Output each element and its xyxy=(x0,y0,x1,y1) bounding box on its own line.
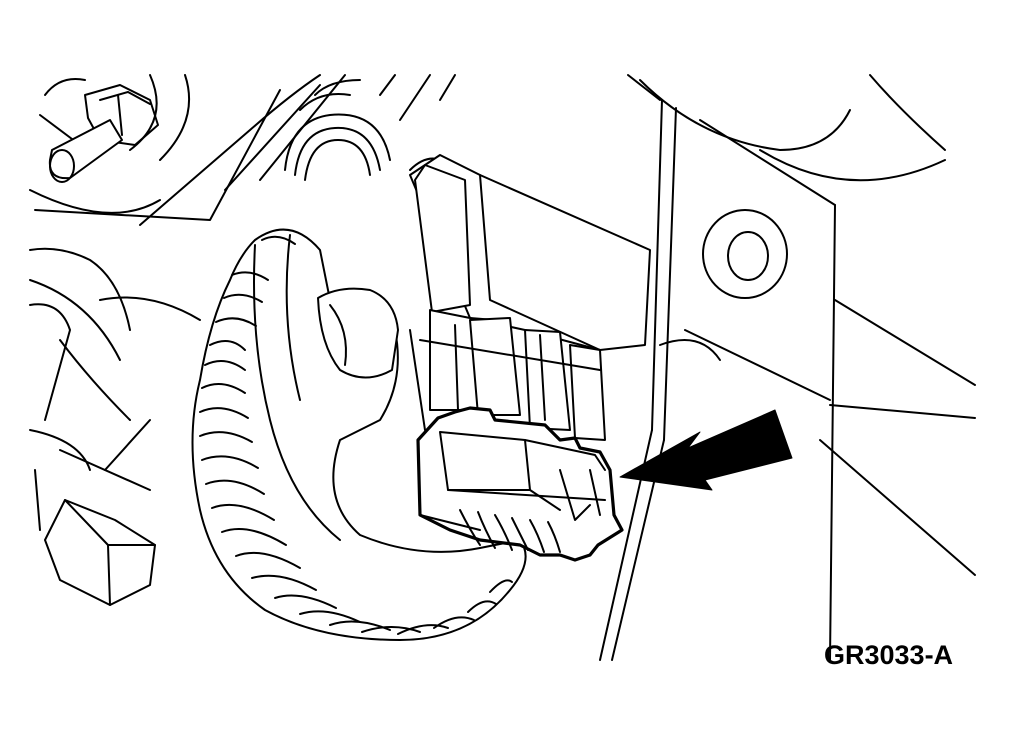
connector-plug xyxy=(416,406,624,562)
wiring-harness xyxy=(191,228,527,641)
left-bracket xyxy=(29,247,201,606)
arrow-icon xyxy=(619,409,793,491)
figure-id-label: GR3033-A xyxy=(824,640,954,670)
bolt xyxy=(39,78,159,183)
mounting-hole xyxy=(702,209,788,299)
hose xyxy=(284,79,451,181)
connector-body xyxy=(409,154,651,441)
upper-bracket xyxy=(29,74,456,226)
panel-structure xyxy=(599,74,976,661)
